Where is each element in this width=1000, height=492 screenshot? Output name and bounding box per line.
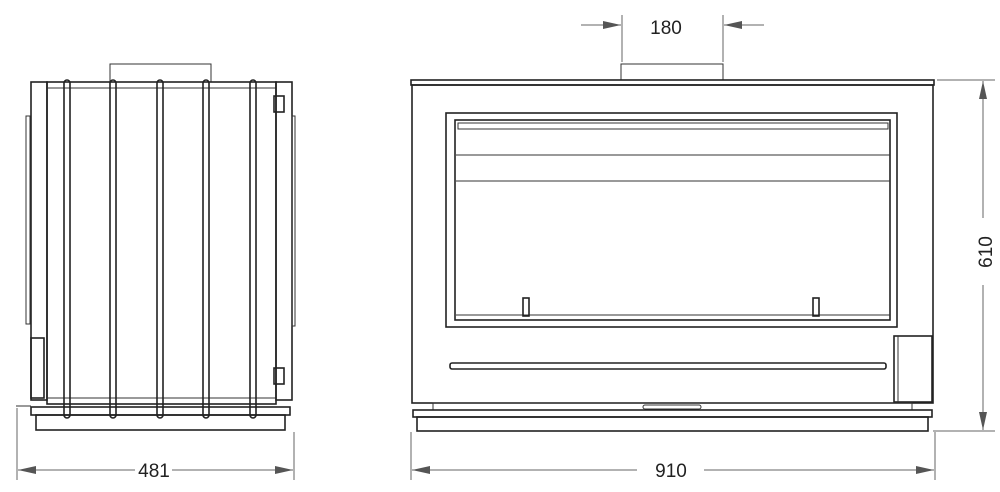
side-rib xyxy=(109,79,117,419)
front-flue-collar xyxy=(620,63,724,81)
front-base-plate xyxy=(412,409,933,418)
baffle-top xyxy=(457,122,889,130)
dimension-481 xyxy=(16,408,295,480)
side-door-handle xyxy=(30,337,45,399)
dimension-910 xyxy=(410,432,936,480)
side-rib xyxy=(202,79,210,419)
front-base-tray xyxy=(416,416,929,432)
side-ribs xyxy=(63,79,257,419)
control-box xyxy=(893,335,933,403)
log-retainer-right xyxy=(812,297,820,317)
side-hinge-top xyxy=(273,95,285,113)
dimension-610 xyxy=(933,79,995,432)
side-rear-panel xyxy=(275,81,293,401)
side-rib xyxy=(63,79,71,419)
side-body xyxy=(46,81,277,405)
air-control-bar xyxy=(449,362,887,370)
side-rear-strip xyxy=(291,115,296,327)
side-hinge-bottom xyxy=(273,367,285,385)
glass-door xyxy=(454,119,891,321)
side-base-tray xyxy=(35,414,286,431)
glass-frame xyxy=(445,112,898,328)
dimension-label-depth: 481 xyxy=(138,461,170,482)
side-front-strip xyxy=(25,115,31,325)
side-rib xyxy=(249,79,257,419)
dimension-180 xyxy=(581,15,764,62)
dimension-label-flue: 180 xyxy=(650,18,682,39)
dimension-label-width: 910 xyxy=(655,461,687,482)
dimension-label-height: 610 xyxy=(976,236,997,268)
front-body xyxy=(411,84,934,404)
side-rib xyxy=(156,79,164,419)
side-view xyxy=(16,63,296,431)
ash-pan-handle xyxy=(642,404,702,410)
log-retainer-left xyxy=(522,297,530,317)
front-view xyxy=(410,63,935,432)
